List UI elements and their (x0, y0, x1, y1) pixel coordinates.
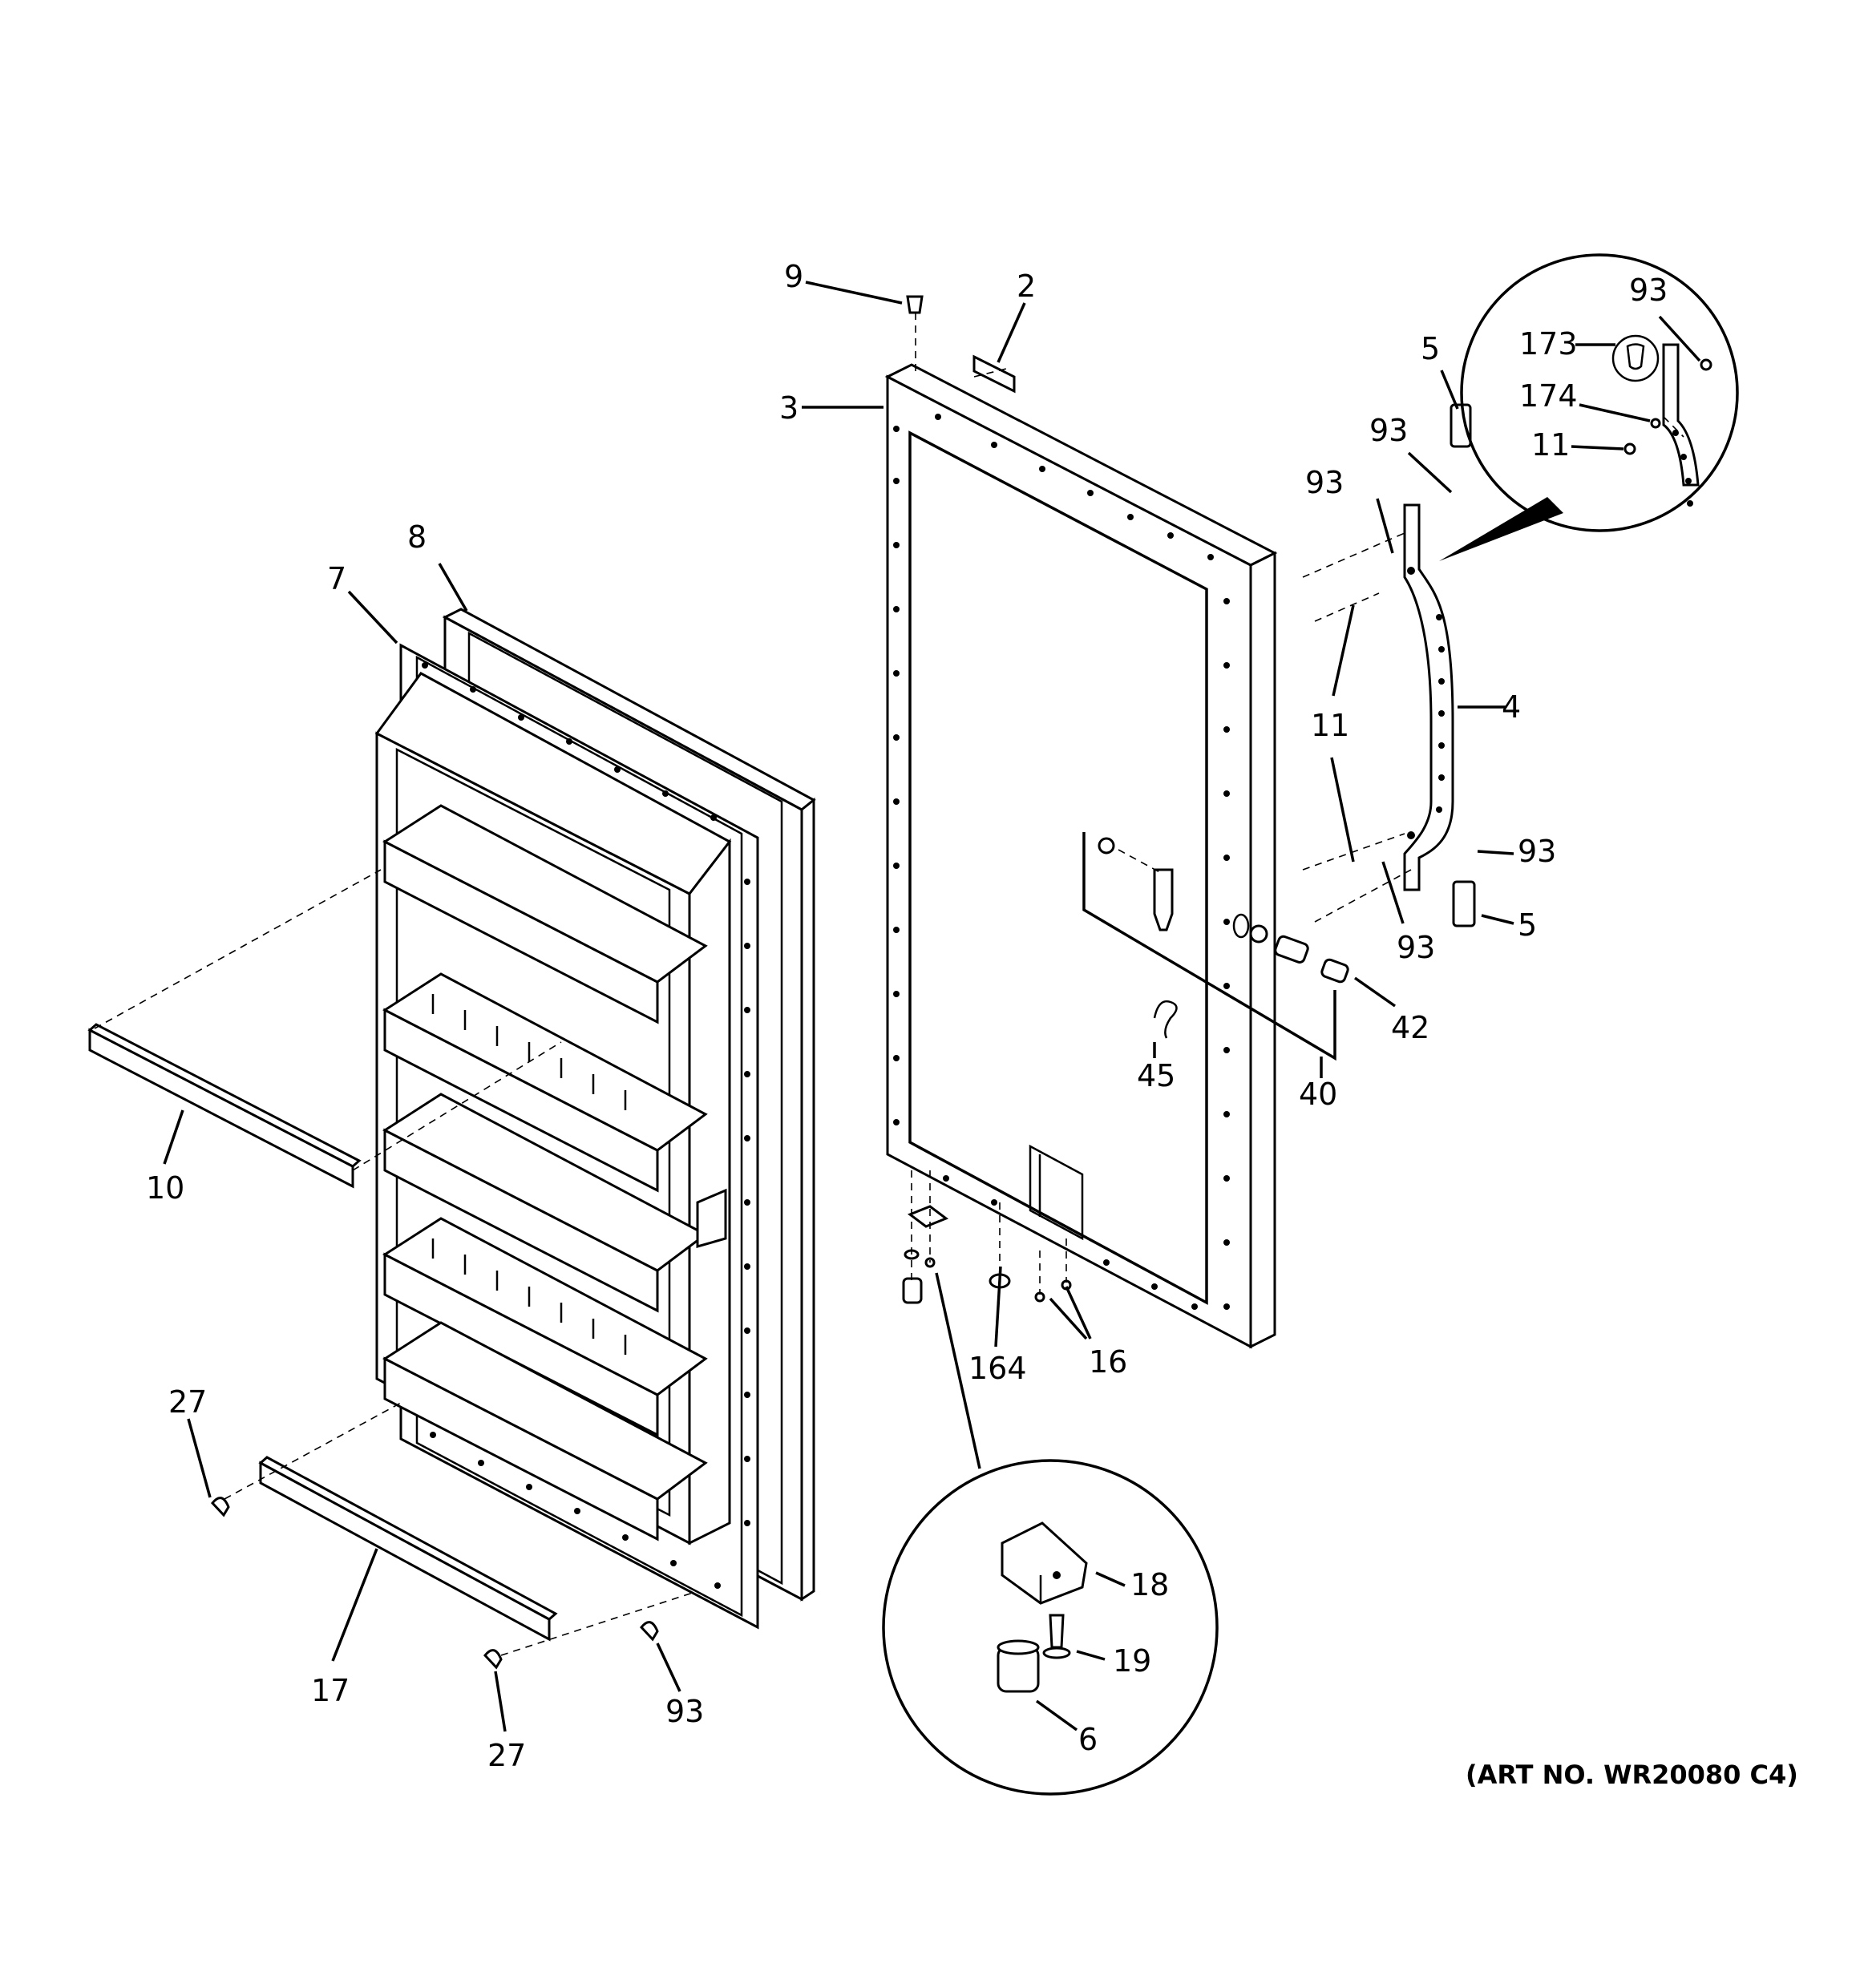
callout-8: 8 (407, 519, 427, 555)
callout-4: 4 (1502, 689, 1521, 725)
callout-164: 164 (968, 1351, 1027, 1386)
callout-174: 174 (1519, 378, 1578, 414)
callout-93-bottom: 93 (665, 1694, 704, 1729)
callout-6: 6 (1078, 1722, 1098, 1757)
callout-17: 17 (311, 1673, 350, 1708)
detail-circle-hinge (882, 1459, 1219, 1796)
callout-19: 19 (1113, 1643, 1151, 1679)
lock-assembly (1082, 832, 1349, 1061)
art-number: (ART NO. WR20080 C4) (1466, 1760, 1798, 1790)
callout-11: 11 (1311, 708, 1349, 743)
trim-strip-bottom (258, 1456, 558, 1642)
callout-7: 7 (327, 561, 346, 596)
callout-173: 173 (1519, 326, 1578, 362)
callout-5-top: 5 (1421, 331, 1440, 366)
callout-5-bottom: 5 (1518, 907, 1537, 943)
callout-11-detail: 11 (1531, 427, 1570, 463)
callout-27b: 27 (487, 1738, 526, 1773)
callout-40: 40 (1299, 1077, 1337, 1112)
callout-labels: 9 2 3 8 7 10 27 17 27 93 164 16 45 40 42… (146, 259, 1798, 1790)
callout-45: 45 (1137, 1058, 1175, 1093)
callout-93-right: 93 (1518, 834, 1556, 869)
callout-93-detail: 93 (1629, 273, 1668, 308)
callout-42: 42 (1391, 1010, 1429, 1045)
callout-3: 3 (779, 390, 799, 426)
callout-27a: 27 (168, 1384, 207, 1420)
callout-10: 10 (146, 1170, 184, 1206)
screws (211, 1497, 659, 1670)
callout-18: 18 (1130, 1567, 1169, 1602)
detail-circle-handle (1439, 253, 1739, 561)
outer-door-panel (884, 354, 1278, 1349)
callout-93-lock: 93 (1397, 930, 1435, 965)
door-gasket-and-liner (374, 608, 816, 1630)
callout-9: 9 (784, 259, 803, 294)
trim-strip-top (87, 1023, 362, 1189)
callout-16: 16 (1089, 1344, 1127, 1380)
callout-2: 2 (1017, 269, 1036, 304)
callout-93-top: 93 (1369, 413, 1408, 448)
leader-lines (163, 281, 1701, 1732)
door-handle (1403, 403, 1476, 927)
callout-93-mid: 93 (1305, 465, 1344, 500)
